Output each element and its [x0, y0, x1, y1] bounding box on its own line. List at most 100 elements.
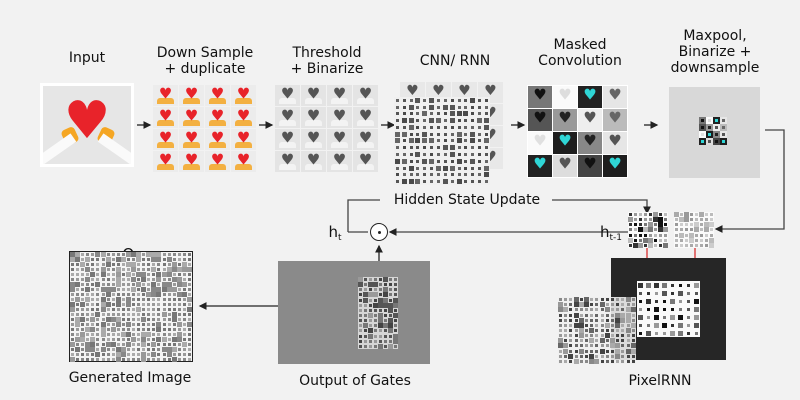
generated-pixel — [162, 302, 167, 307]
gate-pixel — [368, 292, 373, 298]
generated-pixel — [121, 267, 126, 272]
pixelrnn-output-pixel — [692, 281, 700, 289]
cnn-feature-pixel — [442, 171, 449, 178]
generated-pixel — [171, 262, 177, 267]
generated-pixel — [121, 337, 126, 342]
threshold-tile: ♥ — [275, 107, 300, 128]
gate-pixel — [388, 287, 393, 292]
pixelrnn-context-pixel — [625, 327, 631, 333]
pixelrnn-context-pixel — [589, 318, 594, 323]
pixelrnn-context-pixel — [620, 354, 625, 359]
cnn-feature-pixel — [435, 178, 442, 185]
pixelrnn-context-pixel — [563, 359, 568, 364]
hidden-state-pixel — [663, 233, 668, 238]
generated-pixel — [101, 262, 106, 267]
cnn-feature-pixel — [463, 124, 470, 131]
generated-pixel — [131, 352, 136, 357]
hidden-state-pixel — [684, 233, 689, 238]
generated-pixel — [176, 277, 182, 282]
gate-pixel — [358, 298, 363, 303]
cnn-feature-pixel — [428, 171, 435, 178]
pixelrnn-output-pixel — [661, 321, 669, 329]
gate-pixel — [368, 333, 373, 339]
cnn-feature-pixel — [469, 111, 476, 118]
threshold-tile: ♥ — [301, 107, 326, 128]
pixelrnn-context-pixel — [574, 307, 579, 312]
heart-icon: ♥ — [332, 107, 347, 125]
pixelrnn-context-pixel — [615, 343, 621, 349]
hidden-state-pixel — [694, 243, 699, 248]
heart-icon: ♥ — [184, 151, 199, 169]
generated-pixel — [95, 297, 100, 302]
cnn-feature-pixel — [476, 111, 483, 118]
cnn-feature-pixel — [476, 138, 483, 145]
generated-pixel — [182, 357, 187, 362]
generated-pixel — [161, 282, 167, 287]
pixelrnn-context-pixel — [620, 297, 625, 302]
generated-pixel — [141, 292, 146, 297]
heart-icon: ♥ — [608, 155, 622, 173]
cnn-feature-pixel — [415, 178, 422, 185]
hidden-state-pixel — [684, 217, 689, 223]
generated-pixel — [167, 317, 172, 322]
cnn-feature-pixel — [421, 97, 428, 104]
maxpool-pixel — [699, 138, 706, 145]
pixelrnn-context-pixel — [600, 333, 605, 338]
generated-pixel — [95, 357, 100, 362]
pixelrnn-context-pixel — [610, 312, 615, 317]
cnn-feature-pixel — [401, 151, 408, 158]
cnn-feature-pixel — [394, 138, 401, 145]
gate-pixel — [383, 277, 388, 283]
generated-pixel — [75, 332, 80, 337]
pixelrnn-output-pixel — [645, 297, 653, 305]
gate-pixel — [393, 318, 398, 323]
cnn-feature-pixel — [428, 131, 435, 138]
cnn-feature-pixel — [456, 124, 463, 131]
gate-pixel — [383, 344, 388, 349]
generated-pixel — [75, 277, 80, 282]
generated-pixel — [111, 357, 116, 362]
hands-icon — [157, 98, 174, 104]
generated-pixel — [80, 342, 85, 347]
heart-icon: ♥ — [484, 82, 497, 99]
maxpool-pixel — [720, 117, 727, 124]
generated-pixel — [131, 302, 136, 307]
generated-pixel — [151, 257, 157, 262]
pixelrnn-output-pixel — [669, 321, 677, 329]
cnn-feature-pixel — [456, 117, 463, 124]
generated-pixel — [151, 312, 156, 317]
cnn-feature-pixel — [401, 104, 408, 111]
generated-pixel — [115, 322, 121, 327]
generated-pixel — [75, 357, 80, 362]
downsample-tile: ♥ — [179, 85, 204, 106]
pixelrnn-context-pixel — [600, 297, 605, 302]
generated-pixel — [116, 292, 121, 297]
pixelrnn-output-grid — [637, 281, 700, 337]
gate-pixel — [393, 302, 398, 308]
hidden-state-pixel — [699, 233, 704, 238]
generated-pixel — [80, 322, 85, 327]
gate-pixel — [388, 298, 393, 303]
cnn-feature-pixel — [421, 171, 428, 178]
pixelrnn-output-pixel — [653, 281, 661, 289]
pixelrnn-output-pixel — [669, 305, 677, 313]
pixelrnn-output-pixel — [637, 281, 645, 289]
gate-pixel — [388, 277, 393, 282]
masked-conv-tile: ♥ — [578, 109, 602, 131]
hands-icon — [357, 164, 374, 170]
pixelrnn-context-pixel — [615, 359, 620, 364]
hidden-state-pixel — [628, 222, 633, 227]
pixelrnn-context-pixel — [558, 328, 563, 333]
pixelrnn-context-pixel — [589, 323, 594, 328]
gate-pixel — [388, 339, 393, 344]
pixelrnn-context-pixel — [579, 354, 584, 359]
generated-pixel — [100, 347, 106, 352]
heart-icon: ♥ — [558, 109, 572, 127]
pixelrnn-context-pixel — [620, 343, 625, 348]
generated-pixel — [116, 337, 121, 342]
pixelrnn-output-pixel — [645, 305, 653, 313]
hands-icon — [209, 164, 226, 170]
pixelrnn-output-pixel — [684, 313, 692, 321]
pixelrnn-context-pixel — [594, 302, 599, 307]
generated-pixel — [146, 292, 152, 297]
